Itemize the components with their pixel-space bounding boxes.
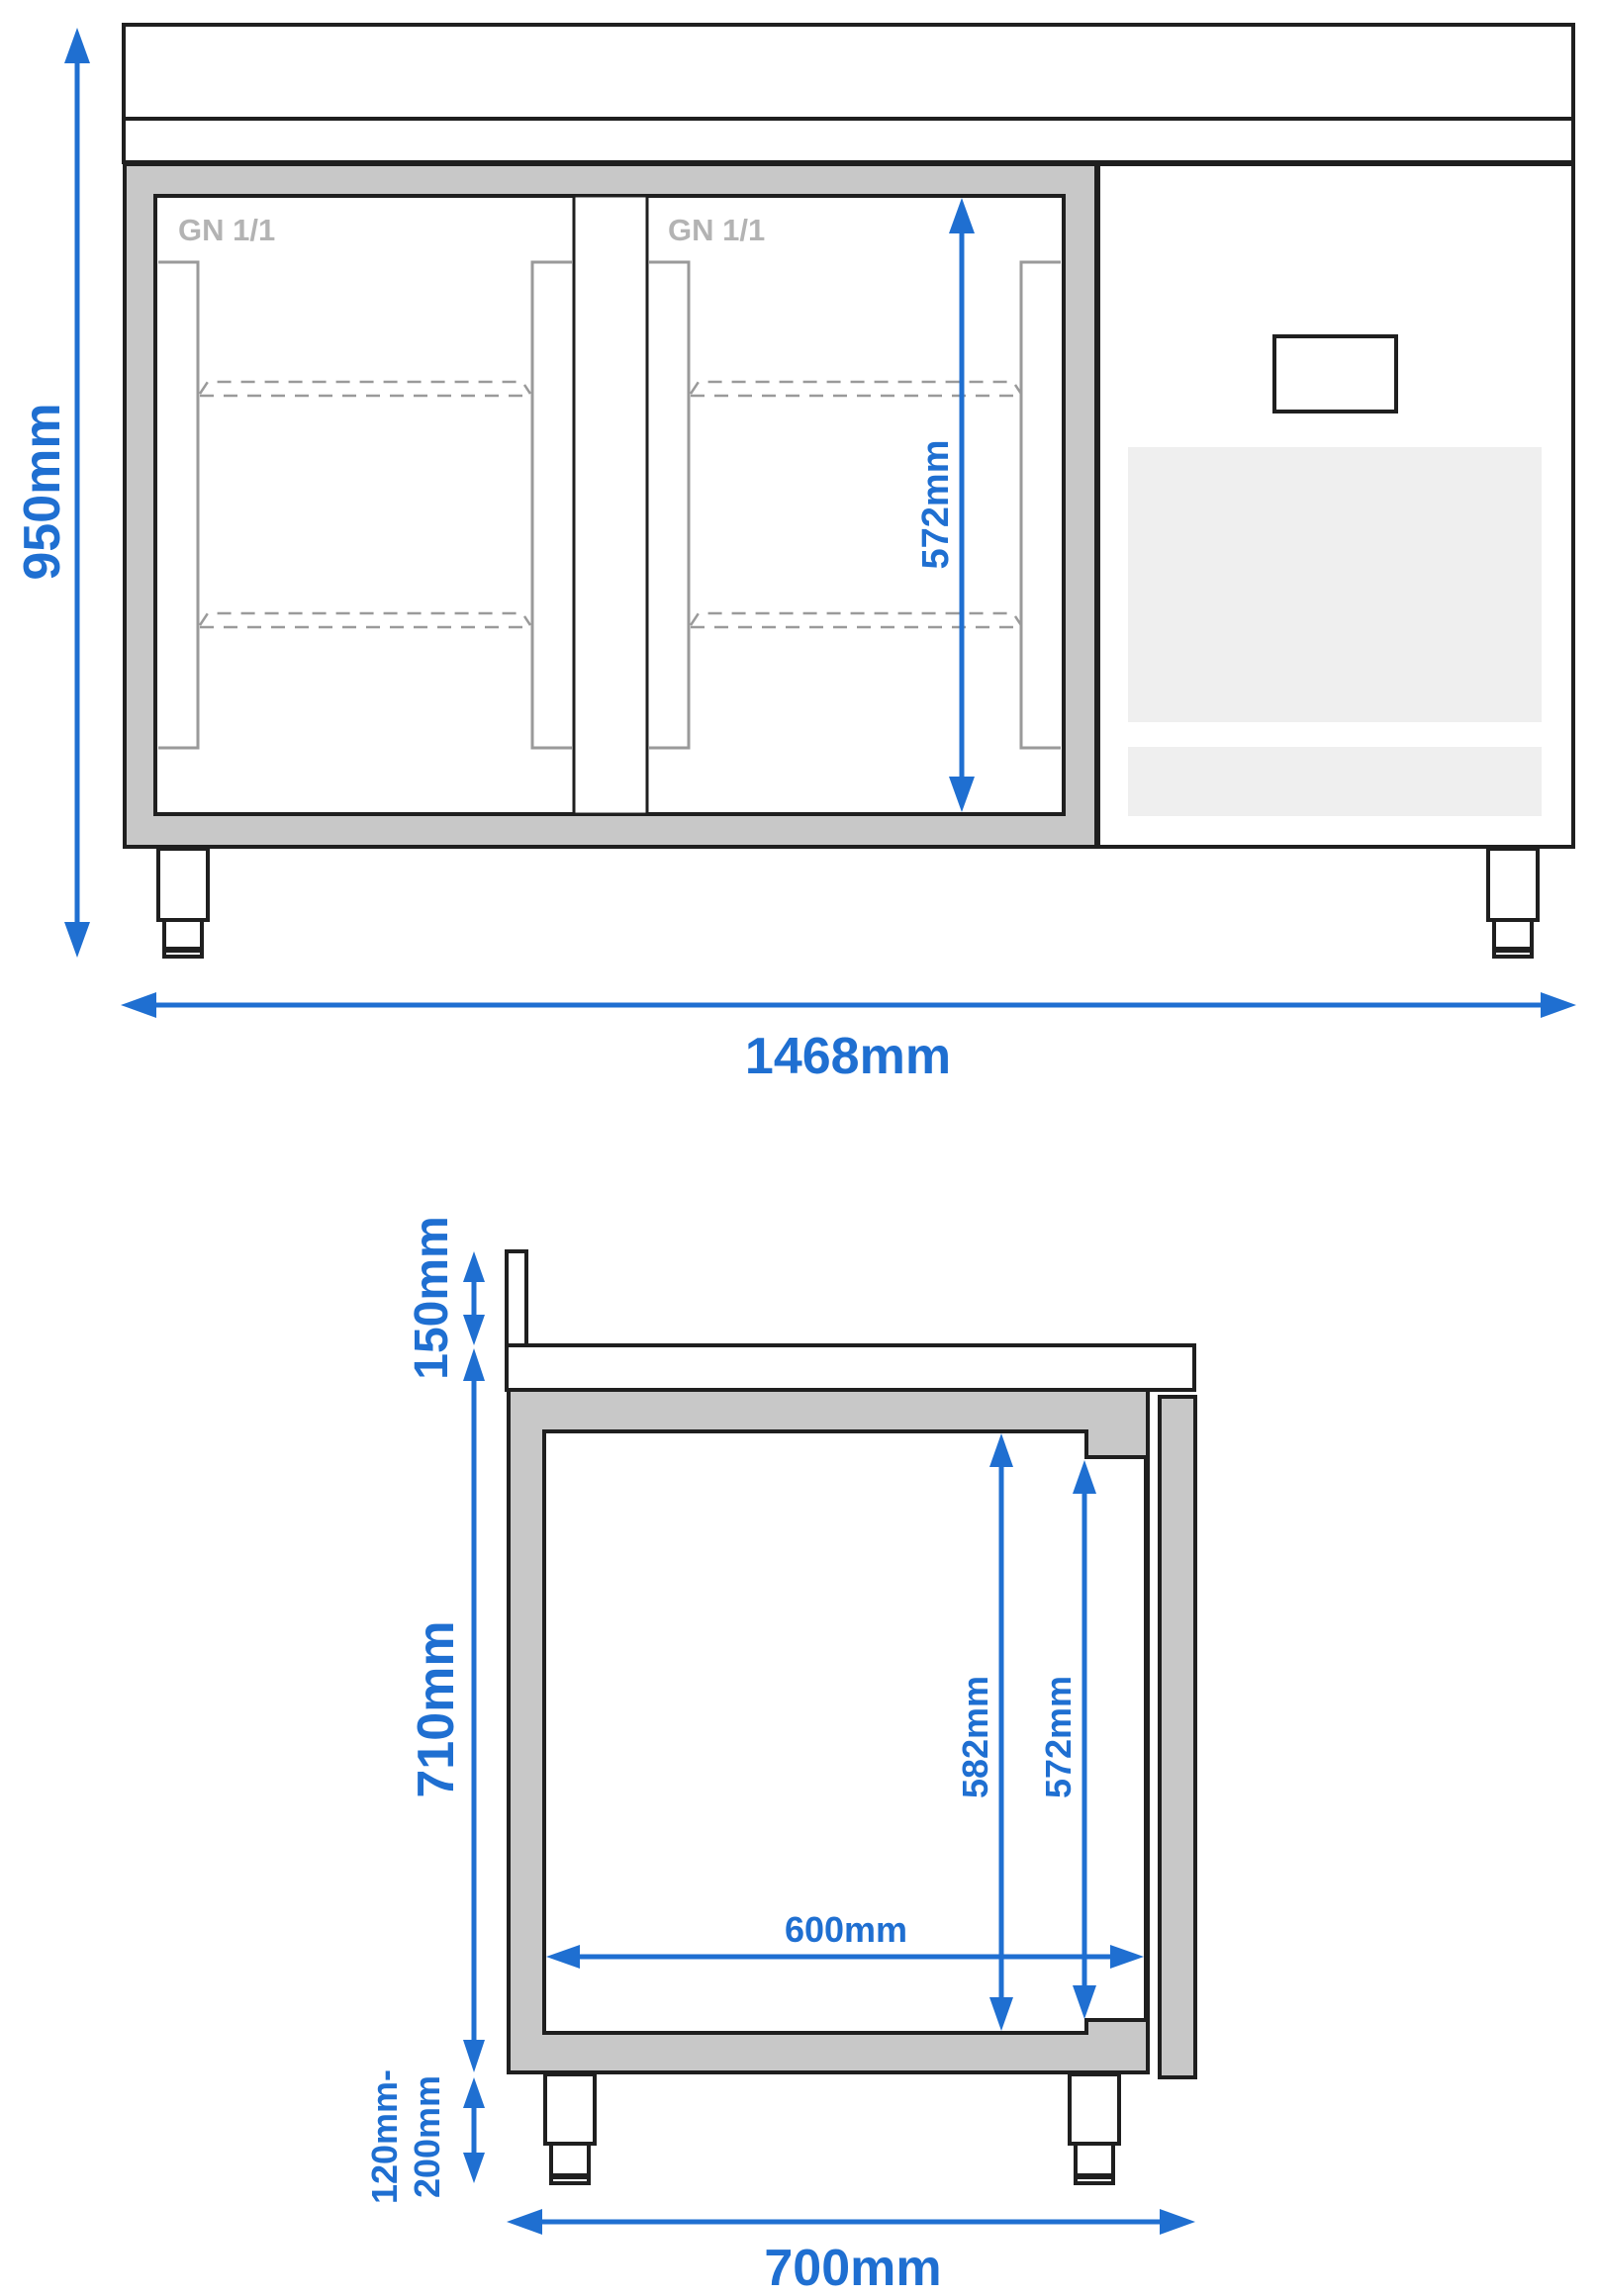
control-display xyxy=(1272,334,1398,413)
body-height-dimension-arrow xyxy=(463,1348,485,2072)
front-leg-right xyxy=(1486,847,1540,959)
interior-height-a-dimension-label: 582mm xyxy=(955,1676,995,1798)
right-door-rail-right xyxy=(1019,260,1061,750)
width-dimension-arrow xyxy=(121,992,1576,1018)
depth-dimension-arrow xyxy=(507,2209,1195,2235)
side-interior xyxy=(542,1429,1148,2035)
machine-compartment xyxy=(1096,162,1575,849)
side-worktop xyxy=(505,1343,1196,1392)
side-door xyxy=(1158,1395,1197,2079)
body-height-dimension-label: 710mm xyxy=(408,1620,465,1797)
shelves-dashed xyxy=(198,380,1023,629)
backsplash-dimension-arrow xyxy=(463,1251,485,1345)
compartment-label-left: GN 1/1 xyxy=(178,213,275,247)
side-view: 150mm 710mm 120mm- 200mm 700mm 600mm xyxy=(364,1216,1197,2296)
interior-depth-dimension-arrow xyxy=(546,1945,1144,1969)
leg-range-dimension-arrow xyxy=(463,2077,485,2183)
ventilation-strip xyxy=(1128,747,1542,816)
width-dimension-label: 1468mm xyxy=(745,1028,951,1085)
compartment-label-right: GN 1/1 xyxy=(668,213,765,247)
interior-depth-dimension-label: 600mm xyxy=(785,1909,907,1950)
left-door-rail-left xyxy=(158,260,200,750)
ventilation-panel xyxy=(1128,447,1542,722)
interior-height-dimension-label: 572mm xyxy=(915,440,957,570)
door-mullion xyxy=(572,194,649,816)
interior-height-b-dimension-label: 572mm xyxy=(1038,1676,1079,1798)
leg-range-label-bottom: 200mm xyxy=(407,2075,447,2198)
backsplash xyxy=(505,1249,528,1347)
side-leg-left xyxy=(543,2072,597,2185)
depth-dimension-label: 700mm xyxy=(764,2240,941,2296)
interior-height-b-dimension-arrow xyxy=(1073,1460,1096,2019)
left-door-rail-right xyxy=(530,260,572,750)
backsplash-dimension-label: 150mm xyxy=(406,1216,458,1379)
leg-range-label-top: 120mm- xyxy=(364,2069,405,2204)
height-dimension-arrow xyxy=(64,28,90,958)
side-leg-right xyxy=(1068,2072,1121,2185)
height-dimension-label: 950mm xyxy=(14,403,71,580)
front-leg-left xyxy=(156,847,210,959)
interior-height-dimension-arrow xyxy=(949,198,975,812)
right-door-rail-left xyxy=(649,260,691,750)
front-view: GN 1/1 GN 1/1 950mm xyxy=(14,23,1576,1085)
interior-height-a-dimension-arrow xyxy=(989,1433,1013,2031)
worktop xyxy=(122,23,1575,121)
worktop-edge xyxy=(122,117,1575,164)
